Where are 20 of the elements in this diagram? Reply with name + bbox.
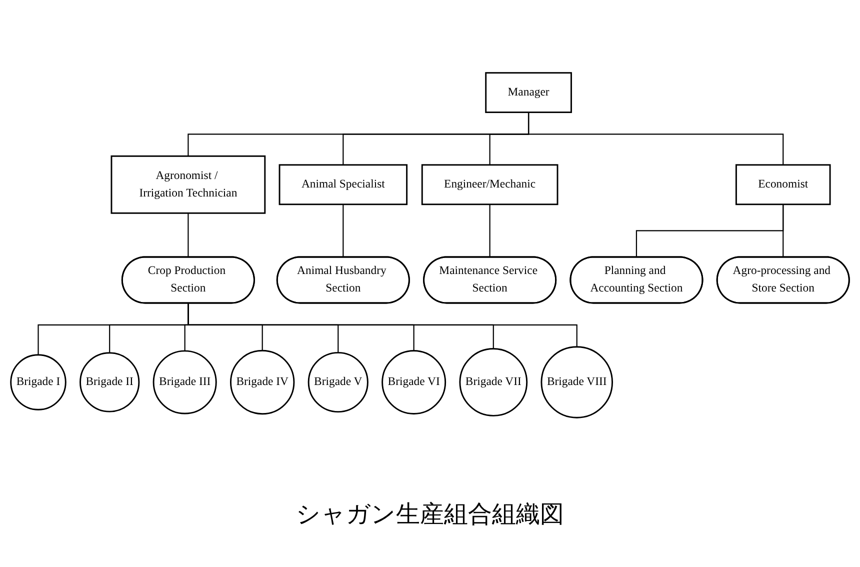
node-circle: Brigade VIII [540,346,613,418]
node-circle: Brigade V [308,352,368,412]
connector [636,204,784,257]
connector [188,212,189,257]
connector [782,204,784,257]
node-circle: Brigade III [152,350,217,414]
node-circle: Brigade I [10,354,66,410]
caption: シャガン生産組合組織図 [296,500,564,530]
node-box: Engineer/Mechanic [421,164,558,205]
connector [489,204,490,257]
connector [528,112,784,165]
node-box: Agronomist / Irrigation Technician [110,155,266,214]
node-box: Animal Specialist [278,164,408,205]
node-circle: Brigade IV [230,350,295,414]
node-box: Manager [485,72,572,113]
node-circle: Brigade VII [459,348,528,416]
node-box: Economist [735,164,831,205]
node-circle: Brigade II [80,352,140,412]
connector [342,204,344,257]
node-circle: Brigade VI [382,350,446,414]
